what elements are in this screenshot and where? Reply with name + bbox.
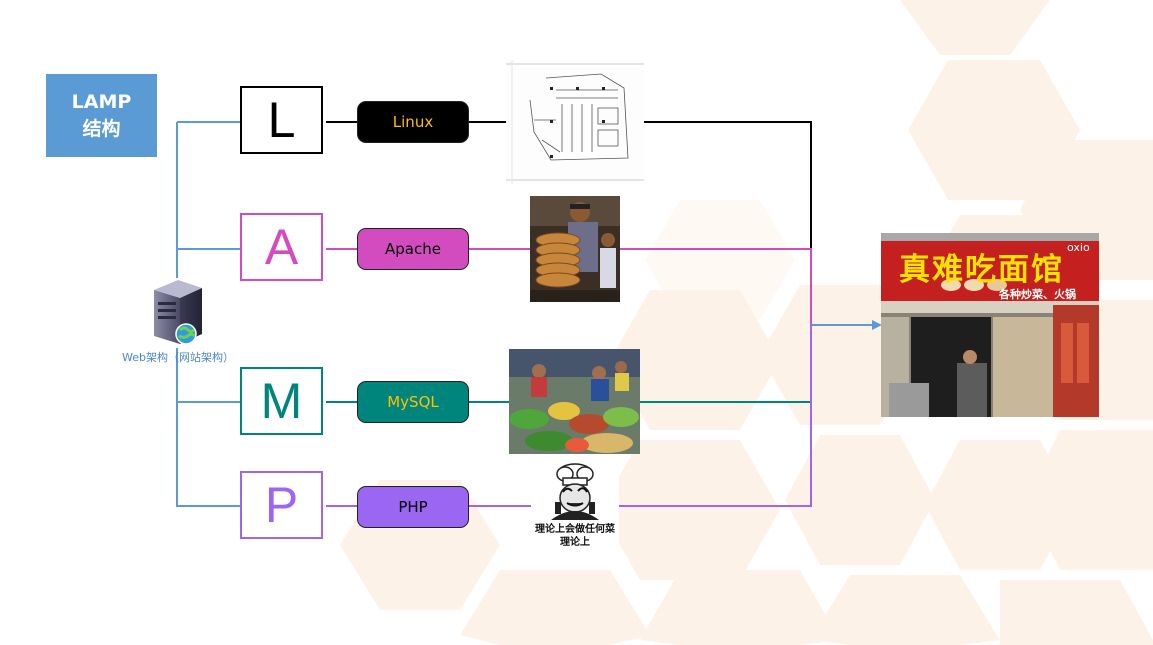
vegetable-market-image [509, 349, 640, 454]
pill-php: PHP [357, 486, 469, 528]
pill-mysql-label: MySQL [387, 393, 439, 411]
restaurant-sign: 真难吃面馆 [899, 251, 1064, 288]
letter-box-a: A [240, 213, 323, 281]
meme-caption-line2: 理论上 [560, 537, 590, 548]
title-line1: LAMP [71, 90, 132, 113]
chef-meme-image: 理论上会做任何菜 理论上 [531, 462, 619, 550]
meme-caption-line1: 理论上会做任何菜 [535, 524, 615, 535]
floor-plan-image [506, 60, 644, 184]
restaurant-subtitle: 各种炒菜、火锅 [999, 288, 1076, 301]
letter-box-p: P [240, 471, 323, 539]
restaurant-photo: 真难吃面馆 各种炒菜、火锅 oxio [881, 233, 1099, 417]
pill-apache: Apache [357, 228, 469, 270]
vendor-flatbread-image [530, 196, 620, 302]
restaurant-corner-text: oxio [1067, 241, 1090, 254]
pill-linux: Linux [357, 101, 469, 143]
pill-php-label: PHP [398, 498, 428, 516]
pill-apache-label: Apache [385, 240, 441, 258]
letter-box-l: L [240, 86, 323, 154]
server-caption: Web架构（网站架构） [122, 351, 234, 364]
title-line2: 结构 [82, 117, 121, 140]
letter-box-m: M [240, 367, 323, 435]
letter-l: L [267, 92, 296, 148]
server-globe-icon [154, 280, 202, 345]
letter-a: A [264, 219, 299, 275]
lamp-title-box: LAMP 结构 [46, 74, 157, 157]
pill-mysql: MySQL [357, 381, 469, 423]
letter-m: M [260, 373, 303, 429]
pill-linux-label: Linux [392, 113, 434, 131]
letter-p: P [264, 477, 299, 533]
